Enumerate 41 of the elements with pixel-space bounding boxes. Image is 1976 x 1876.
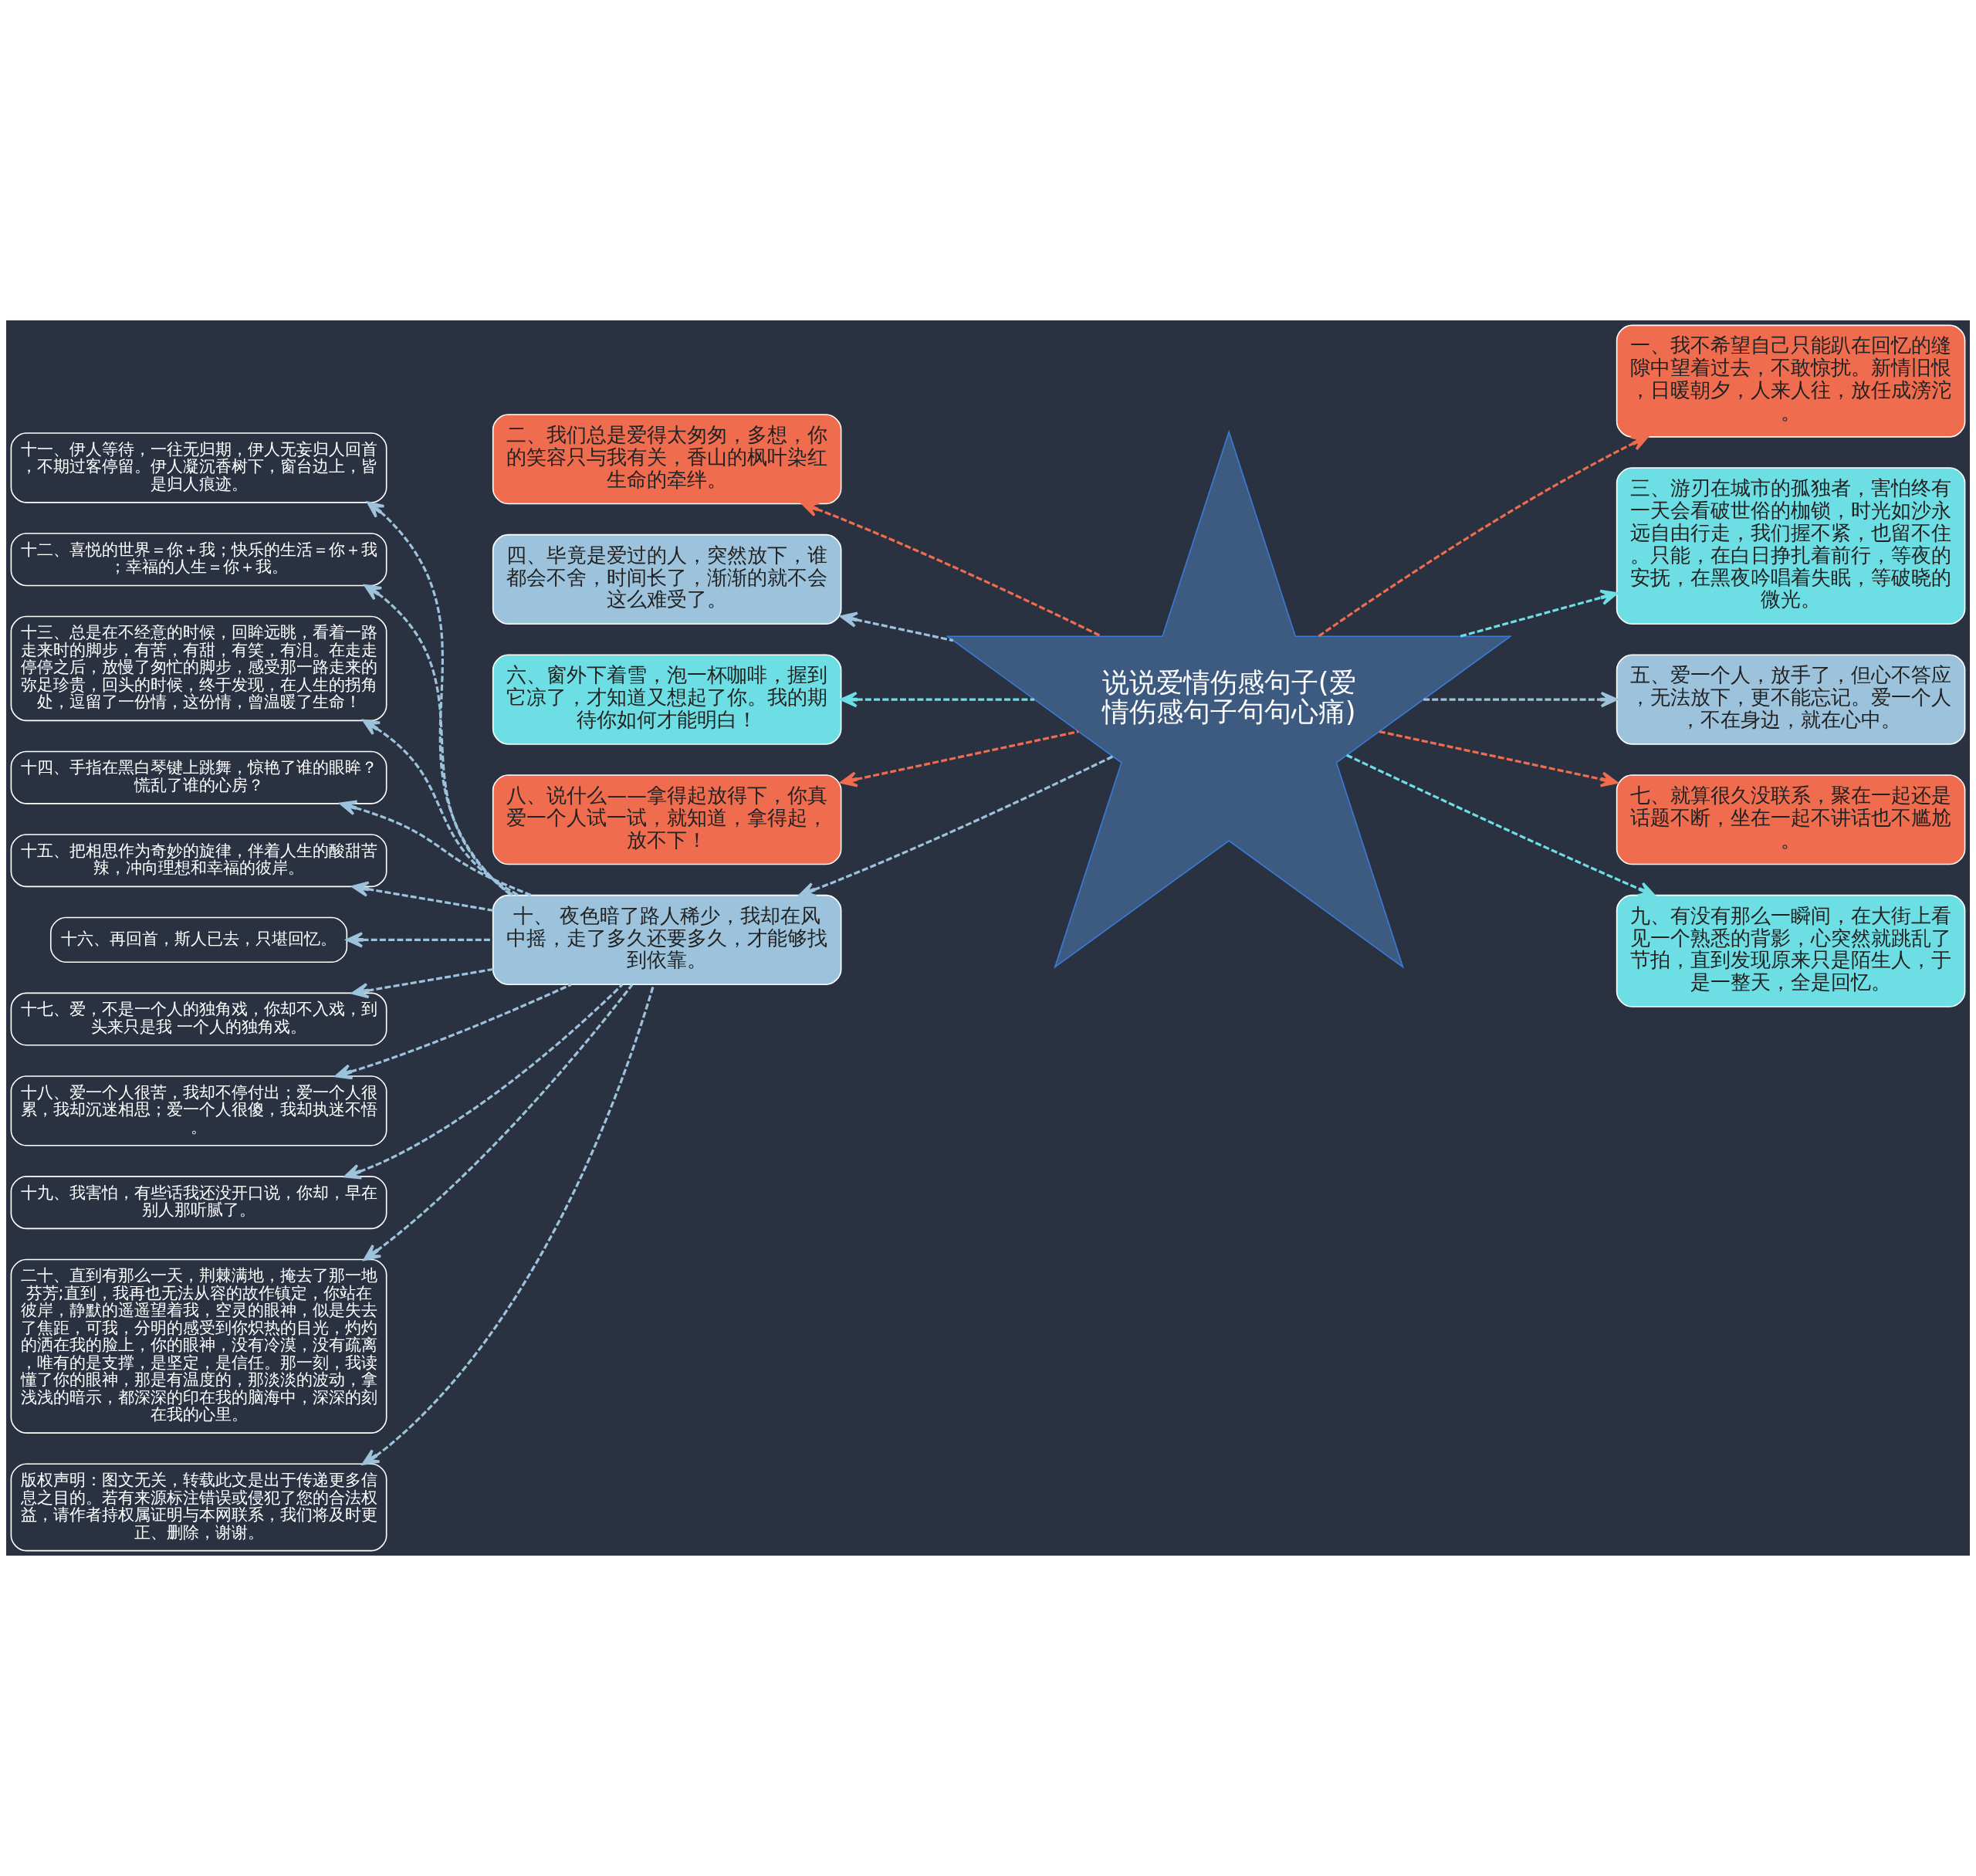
node-box: 十、 夜色暗了路人稀少，我却在风中摇，走了多久还要多久，才能够找到依靠。	[492, 894, 842, 985]
node-box: 十八、爱一个人很苦，我却不停付出；爱一个人很累，我却沉迷相思；爱一个人很傻，我却执迷不悟。	[10, 1075, 387, 1146]
arrow	[334, 983, 572, 1080]
arrow	[351, 881, 493, 912]
arrow	[340, 800, 532, 896]
node-box: 三、游刃在城市的孤独者，害怕终有一天会看破世俗的枷锁，时光如沙永远自由行走，我们握不紧，也留不住。只能，在白日挣扎着前行，等夜的安抚，在黑夜吟唱着失眠，等破晓的微光。	[1616, 467, 1966, 625]
node-box: 四、毕竟是爱过的人，突然放下，谁都会不舍，时间长了，渐渐的就不会这么难受了。	[492, 533, 842, 625]
arrow	[1346, 753, 1656, 897]
node-box: 八、说什么——拿得起放得下，你真爱一个人试一试，就知道，拿得起，放不下！	[492, 774, 842, 865]
node-box: 一、我不希望自己只能趴在回忆的缝隙中望着过去，不敢惊扰。新情旧恨，日暖朝夕，人来人往，放任成滂沱。	[1616, 324, 1966, 438]
node-box: 六、窗外下着雪，泡一杯咖啡，握到它凉了，才知道又想起了你。我的期待你如何才能明白！	[492, 654, 842, 745]
arrow	[1318, 435, 1649, 638]
arrow	[801, 501, 1102, 638]
arrow	[840, 611, 954, 642]
node-box: 九、有没有那么一瞬间，在大街上看见一个熟悉的背影，心突然就跳乱了节拍，直到发现原来只是陌生人，于是一整天，全是回忆。	[1616, 894, 1966, 1007]
node-box: 七、就算很久没联系，聚在一起还是话题不断，坐在一起不讲话也不尴尬。	[1616, 774, 1966, 865]
arrow	[840, 691, 1035, 708]
node-box: 十五、把相思作为奇妙的旋律，伴着人生的酸甜苦辣，冲向理想和幸福的彼岸。	[10, 834, 387, 888]
node-box: 十三、总是在不经意的时候，回眸远眺，看着一路走来时的脚步，有苦，有甜，有笑，有泪。在走走停停之后，放慢了匆忙的脚步，感受那一路走来的弥足珍贵，回头的时候，终于发现，在人生的拐角处，逗留了一份情，这份情，曾温暖了生命！	[10, 615, 387, 722]
node-box: 十九、我害怕，有些话我还没开口说，你却，早在别人那听腻了。	[10, 1176, 387, 1230]
arrow	[1423, 691, 1618, 708]
arrow	[362, 719, 519, 896]
arrow	[343, 984, 624, 1180]
arrow	[361, 984, 655, 1465]
node-box: 二、我们总是爱得太匆匆，多想，你的笑容只与我有关，香山的枫叶染红生命的牵绊。	[492, 414, 842, 505]
node-box: 版权声明：图文无关，转载此文是出于传递更多信息之目的。若有来源标注错误或侵犯了您的合法权益，请作者持权属证明与本网联系，我们将及时更正、删除，谢谢。	[10, 1463, 387, 1552]
arrow	[798, 755, 1114, 898]
node-box: 十二、喜悦的世界＝你＋我；快乐的生活＝你＋我；幸福的人生＝你＋我。	[10, 533, 387, 587]
node-box: 十四、手指在黑白琴键上跳舞，惊艳了谁的眼眸？慌乱了谁的心房？	[10, 750, 387, 804]
arrow	[351, 967, 493, 999]
node-box: 五、爱一个人，放手了，但心不答应，无法放下，更不能忘记。爱一个人，不在身边，就在心中。	[1616, 654, 1966, 745]
arrow	[840, 730, 1079, 787]
arrow	[1460, 589, 1618, 638]
arrow	[363, 984, 634, 1261]
arrow	[367, 501, 513, 896]
node-box: 十七、爱，不是一个人的独角戏，你却不入戏，到头来只是我 一个人的独角戏。	[10, 992, 387, 1046]
node-box: 十一、伊人等待，一往无归期，伊人无妄归人回首，不期过客停留。伊人凝沉香树下，窗台边上，皆是归人痕迹。	[10, 432, 387, 503]
node-box: 十六、再回首，斯人已去，只堪回忆。	[49, 916, 348, 963]
arrow	[1379, 730, 1618, 787]
node-box: 二十、直到有那么一天，荆棘满地，掩去了那一地芬芳;直到，我再也无法从容的故作镇定，你站在彼岸，静默的遥遥望着我，空灵的眼神，似是失去了焦距，可我，分明的感受到你炽热的目光，灼灼的洒在我的脸上，你的眼神，没有冷漠，没有疏离，唯有的是支撑，是坚定，是信任。那一刻，我读懂了你的眼神，那是有温度的，那淡淡的波动，拿浅浅的暗示，都深深的印在我的脑海中，深深的刻在我的心里。	[10, 1258, 387, 1434]
arrow	[364, 584, 514, 896]
